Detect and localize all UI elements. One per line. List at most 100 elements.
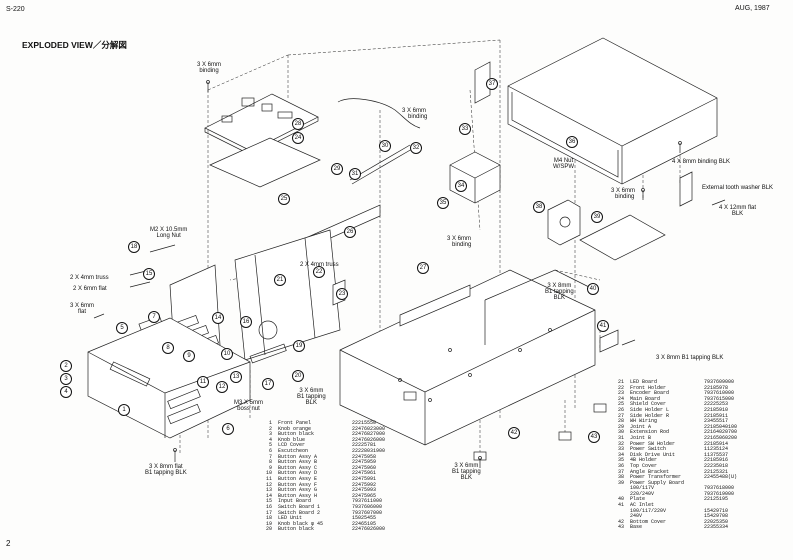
part-bubble-12: 12 [216, 381, 228, 393]
part-no: 13 [265, 487, 272, 494]
part-no: 26 [617, 406, 624, 413]
part-code: 15429710 [704, 507, 729, 514]
part-name: Front Panel [278, 420, 312, 426]
part-no: 42 [617, 518, 624, 525]
part-code: 22476026000 [352, 526, 386, 533]
part-no: 21 [617, 379, 624, 385]
part-code: 22465105 [352, 520, 377, 527]
part-bubble-35: 35 [437, 197, 449, 209]
part-name: Extension Rod [630, 429, 670, 436]
parts-table-row: 11 Button Assy E 22475991 [258, 475, 398, 483]
part-bubble-26: 26 [344, 226, 356, 238]
part-no: 35 [617, 457, 624, 464]
part-code: 22185910 [704, 406, 729, 413]
part-no: 15 [265, 498, 272, 505]
part-bubble-4: 4 [60, 386, 72, 398]
part-name: Switch Board 2 [278, 509, 321, 516]
part-no: 6 [268, 447, 272, 454]
part-code: 22455488(U) [704, 474, 738, 481]
part-no: 3 [268, 431, 272, 438]
part-code: 22475960 [352, 464, 377, 471]
part-no: 1 [268, 420, 272, 426]
part-no: 32 [617, 440, 624, 447]
page-title: EXPLODED VIEW／分解図 [22, 40, 127, 50]
callout-washer: External tooth washer BLK [702, 185, 774, 191]
part-bubble-36: 36 [566, 136, 578, 148]
part-no: 40 [617, 496, 624, 503]
part-code: 22125195 [704, 496, 729, 503]
part-no: 29 [617, 423, 624, 430]
part-bubble-5: 5 [116, 322, 128, 334]
part-code: 22475965 [352, 492, 377, 499]
feet-shape [403, 391, 607, 461]
model-label: S-220 [6, 6, 25, 13]
part-name: Knob blue [278, 436, 306, 443]
part-no: 17 [265, 509, 272, 516]
part-code: 22025350 [704, 518, 729, 525]
part-code: 22475991 [352, 475, 377, 482]
part-code: 22355334 [704, 524, 729, 531]
part-code: 22476023000 [352, 425, 386, 432]
part-no: 2 [268, 425, 272, 432]
part-name: Button Assy E [278, 475, 318, 482]
part-code: 7937611000 [352, 498, 383, 505]
part-no: 41 [617, 502, 624, 509]
part-code: 22215550 [352, 420, 377, 426]
part-no: 4 [268, 436, 272, 443]
part-name: Power Supply Board [630, 479, 685, 486]
part-name: Button black [278, 526, 315, 533]
part-code: 22185916 [704, 457, 729, 464]
part-name: Joint B [630, 434, 652, 441]
part-bubble-10: 10 [221, 348, 233, 360]
part-name: Shield Cover [630, 401, 667, 408]
part-name: 220/240V [630, 490, 655, 497]
part-name: Knob black φ 45 [278, 520, 324, 527]
part-bubble-39: 39 [591, 211, 603, 223]
part-code: 22235018 [704, 462, 729, 469]
part-code: 22475992 [352, 481, 377, 488]
part-code: 15429708 [704, 513, 729, 520]
part-bubble-22: 22 [313, 266, 325, 278]
page-number: 2 [6, 539, 11, 548]
part-code: 22185914 [704, 440, 729, 447]
part-bubble-11: 11 [197, 376, 209, 388]
part-bubble-24: 24 [292, 132, 304, 144]
part-bubble-30: 30 [379, 140, 391, 152]
part-no: 11 [265, 475, 272, 482]
part-bubble-14: 14 [212, 312, 224, 324]
part-bubble-1: 1 [118, 404, 130, 416]
part-name: Main Board [630, 395, 661, 402]
part-code: 22165060200 [704, 434, 738, 441]
part-bubble-9: 9 [183, 350, 195, 362]
part-no: 27 [617, 412, 624, 419]
